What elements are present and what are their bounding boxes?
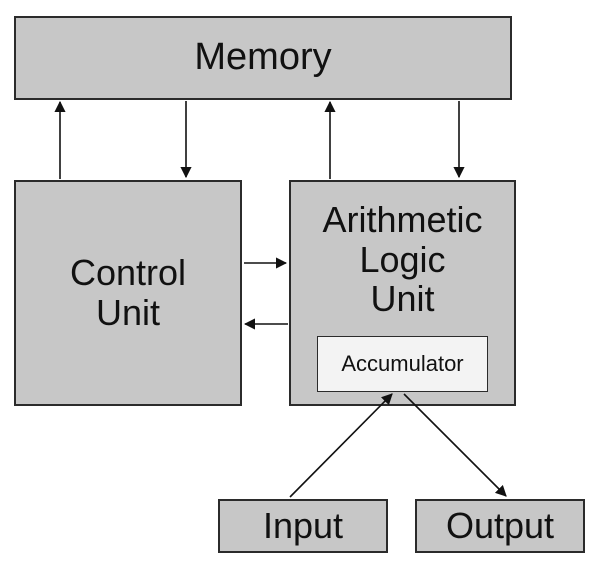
input-box: Input [218, 499, 388, 553]
control-unit-label: Control Unit [69, 252, 187, 333]
output-box: Output [415, 499, 585, 553]
accumulator-label: Accumulator [341, 350, 464, 376]
input-label: Input [262, 505, 344, 547]
memory-label: Memory [194, 36, 332, 79]
memory-box: Memory [14, 16, 512, 100]
output-label: Output [445, 505, 555, 547]
control-unit-box: Control Unit [14, 180, 242, 406]
accumulator-box: Accumulator [317, 336, 488, 392]
arrow-accumulator-to-output [403, 393, 507, 497]
arrow-input-to-accumulator [289, 393, 393, 498]
alu-label: Arithmetic Logic Unit [322, 199, 483, 320]
